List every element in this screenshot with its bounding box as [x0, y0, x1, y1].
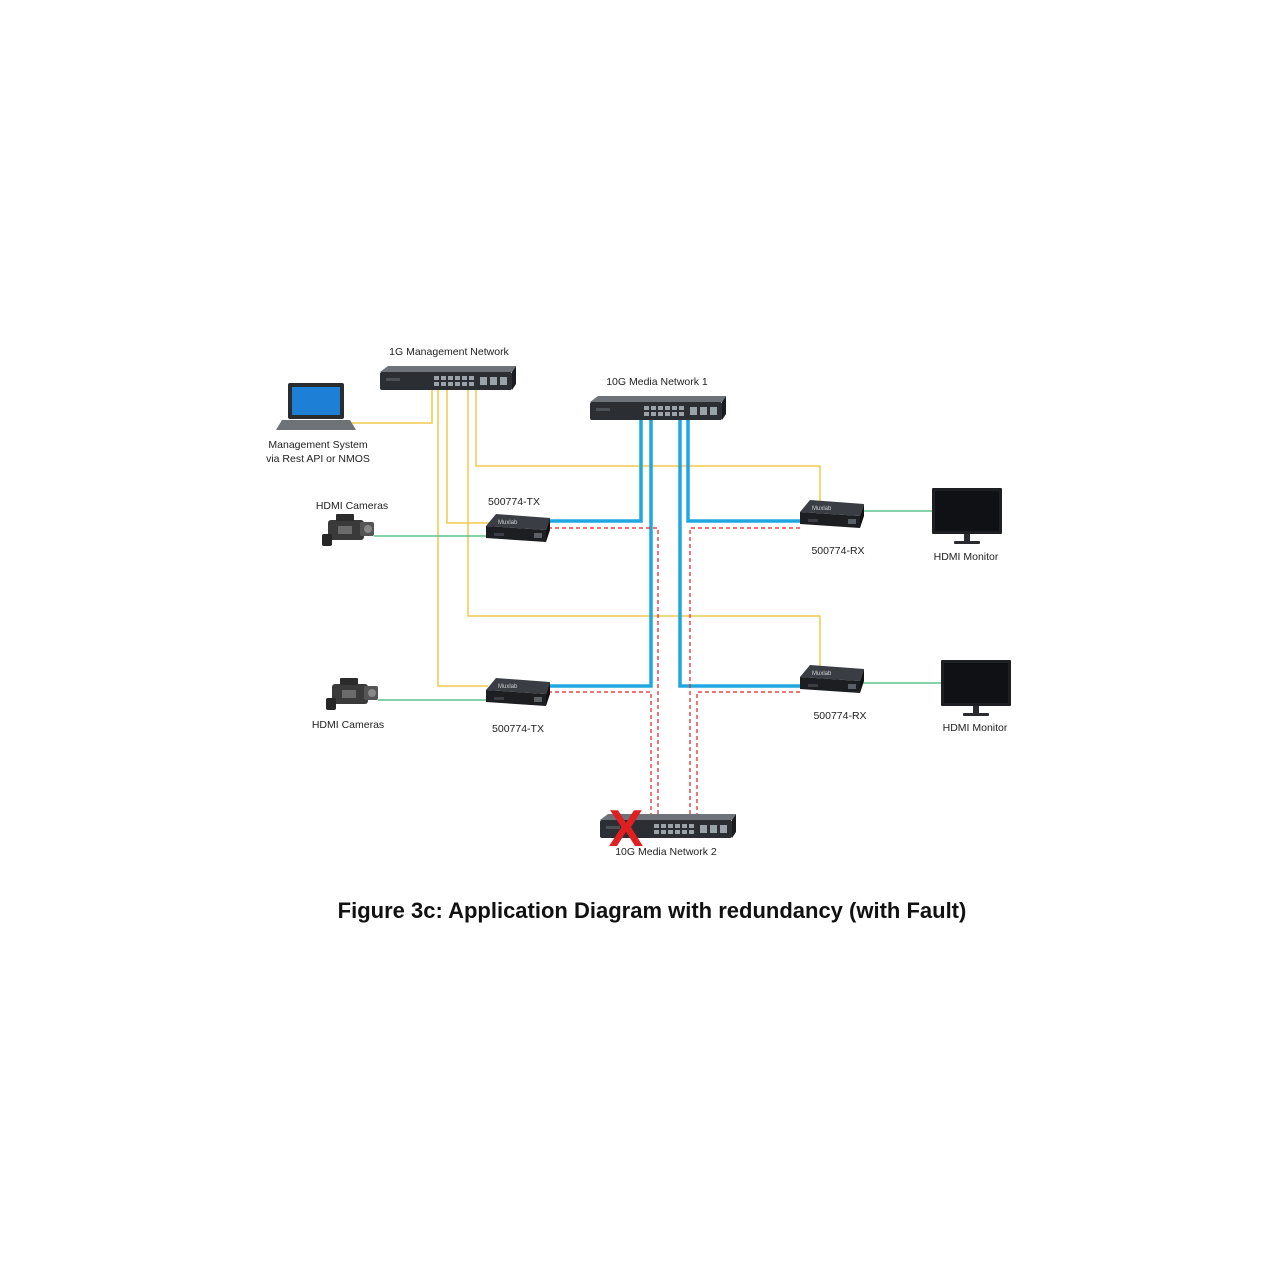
extender-tx-bottom [486, 678, 550, 706]
hdmi-camera-top [322, 514, 374, 546]
label-rx-top: 500774-RX [811, 545, 864, 557]
hdmi-monitor-top [932, 488, 1002, 544]
link-media1-rx-top [686, 420, 800, 523]
figure-caption: Figure 3c: Application Diagram with redu… [338, 898, 967, 923]
extender-rx-bottom [800, 665, 864, 693]
label-mgmt-system-line1: Management System [268, 439, 367, 451]
label-camera-top: HDMI Cameras [316, 500, 388, 512]
label-tx-top: 500774-TX [488, 496, 540, 508]
label-monitor-top: HDMI Monitor [934, 551, 999, 563]
extender-brand-rx-top: Muxlab [812, 506, 832, 512]
link-mgmt-laptop [347, 390, 433, 424]
link-media2-rx-bottom [696, 691, 800, 818]
hdmi-camera-bottom [326, 678, 378, 710]
label-tx-bottom: 500774-TX [492, 723, 544, 735]
label-mgmt-network: 1G Management Network [389, 346, 509, 358]
extender-rx-top [800, 500, 864, 528]
label-media-network-1: 10G Media Network 1 [606, 376, 708, 388]
link-media2-tx-top [541, 527, 659, 818]
link-mgmt-tx-top [446, 390, 490, 524]
link-media2-tx-bottom [541, 691, 652, 818]
extender-brand-tx-bottom: Muxlab [498, 684, 518, 690]
laptop-management-system [276, 383, 356, 430]
media-redundant-links [541, 527, 800, 818]
link-media1-tx-bottom [541, 420, 653, 688]
fault-mark: X [609, 800, 644, 858]
label-mgmt-system-line2: via Rest API or NMOS [266, 453, 370, 465]
label-monitor-bottom: HDMI Monitor [943, 722, 1008, 734]
link-mgmt-tx-bottom [437, 390, 488, 687]
link-mgmt-rx-top [475, 390, 821, 502]
hdmi-links [374, 510, 942, 701]
extender-brand-tx-top: Muxlab [498, 520, 518, 526]
media-primary-links [541, 420, 800, 688]
link-mgmt-rx-bottom [467, 390, 821, 668]
label-rx-bottom: 500774-RX [813, 710, 866, 722]
switch-10g-media-1 [590, 396, 726, 420]
extender-brand-rx-bottom: Muxlab [812, 671, 832, 677]
link-media2-rx-top [689, 527, 800, 818]
link-media1-tx-top [541, 420, 643, 523]
label-camera-bottom: HDMI Cameras [312, 719, 384, 731]
management-links [347, 390, 821, 687]
extender-tx-top [486, 514, 550, 542]
link-media1-rx-bottom [678, 420, 800, 688]
switch-1g-management [380, 366, 516, 390]
label-media-network-2: 10G Media Network 2 [615, 846, 717, 858]
hdmi-monitor-bottom [941, 660, 1011, 716]
